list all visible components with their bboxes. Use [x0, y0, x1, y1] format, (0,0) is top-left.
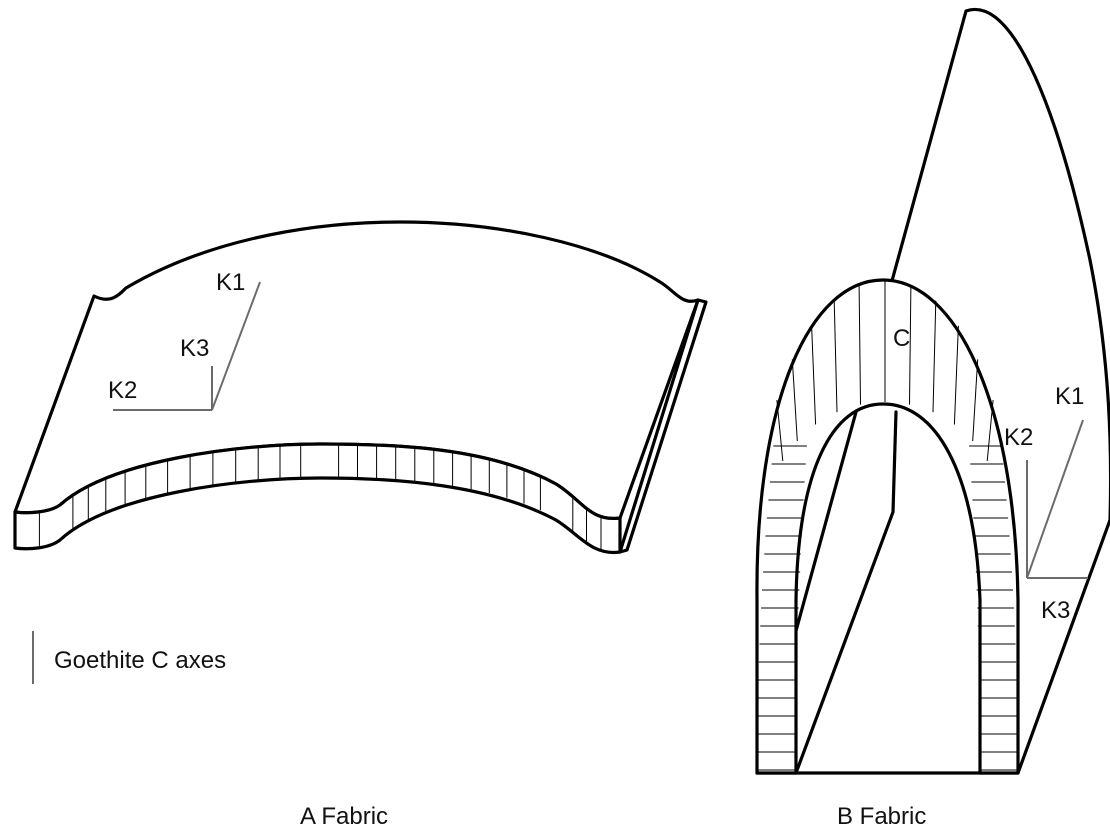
fabric-a-slab: K1 K3 K2: [15, 222, 706, 552]
fabric-a-k3-label: K3: [180, 335, 209, 362]
fabric-b-fold: C K1 K2 K3: [757, 9, 1110, 773]
fabric-b-caption: B Fabric: [837, 803, 926, 829]
legend-label: Goethite C axes: [54, 647, 226, 674]
fabric-a-k2-label: K2: [108, 377, 137, 404]
fabric-b-k1-label: K1: [1055, 383, 1084, 410]
fabric-a-k1-label: K1: [216, 269, 245, 296]
legend: Goethite C axes: [33, 631, 226, 684]
fabric-b-center-label: C: [893, 325, 910, 352]
fabric-b-k3-label: K3: [1041, 597, 1070, 624]
fabric-b-k2-label: K2: [1004, 424, 1033, 451]
fabric-a-caption: A Fabric: [300, 803, 388, 829]
